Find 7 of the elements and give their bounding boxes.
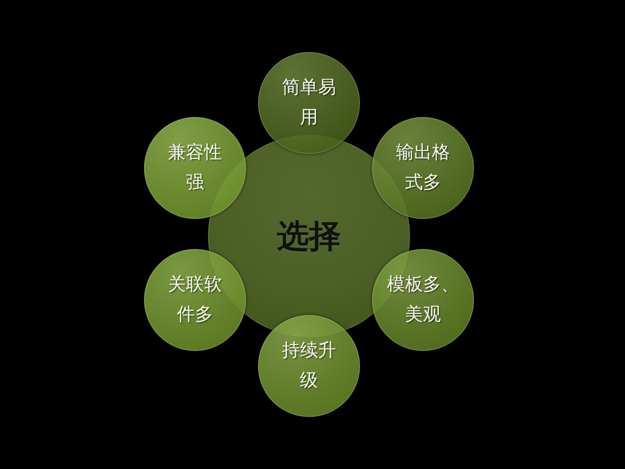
feature-label: 输出格式多 — [395, 141, 451, 195]
feature-label: 简单易用 — [281, 76, 337, 130]
feature-label: 持续升级 — [281, 339, 337, 393]
center-label: 选择 — [277, 216, 341, 256]
feature-label: 模板多、美观 — [386, 273, 460, 327]
feature-label: 关联软件多 — [167, 273, 223, 327]
feature-label: 兼容性强 — [167, 141, 223, 195]
